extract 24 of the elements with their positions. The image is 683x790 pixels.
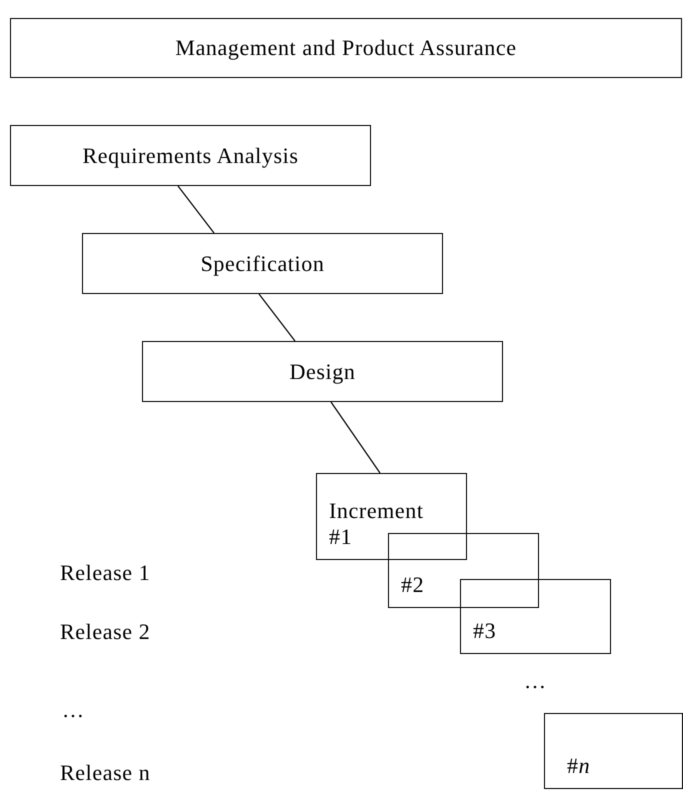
increment-box [388, 533, 539, 608]
box-label: #2 [401, 572, 424, 597]
box-label: Increment #1 [329, 498, 425, 549]
increment-box [544, 713, 683, 789]
phase-box [82, 233, 443, 294]
box-label: Management and Product Assurance [175, 35, 517, 61]
release-label: … [62, 697, 85, 723]
increment-box [460, 579, 611, 654]
connector-line [330, 402, 380, 474]
release-label: Release n [60, 760, 150, 786]
box-label: Specification [200, 250, 324, 276]
phase-box [142, 341, 503, 402]
connector-line [178, 186, 214, 234]
release-label: Release 2 [60, 619, 150, 645]
phase-box [10, 125, 371, 186]
box-label: Design [290, 358, 356, 384]
box-label: #n [567, 752, 590, 778]
phase-box [10, 18, 682, 78]
connector-line [258, 294, 296, 342]
box-label: Requirements Analysis [82, 142, 299, 168]
release-label: Release 1 [60, 560, 150, 586]
release-label: … [524, 668, 547, 694]
increment-box [316, 473, 467, 560]
box-label: #3 [473, 618, 496, 643]
